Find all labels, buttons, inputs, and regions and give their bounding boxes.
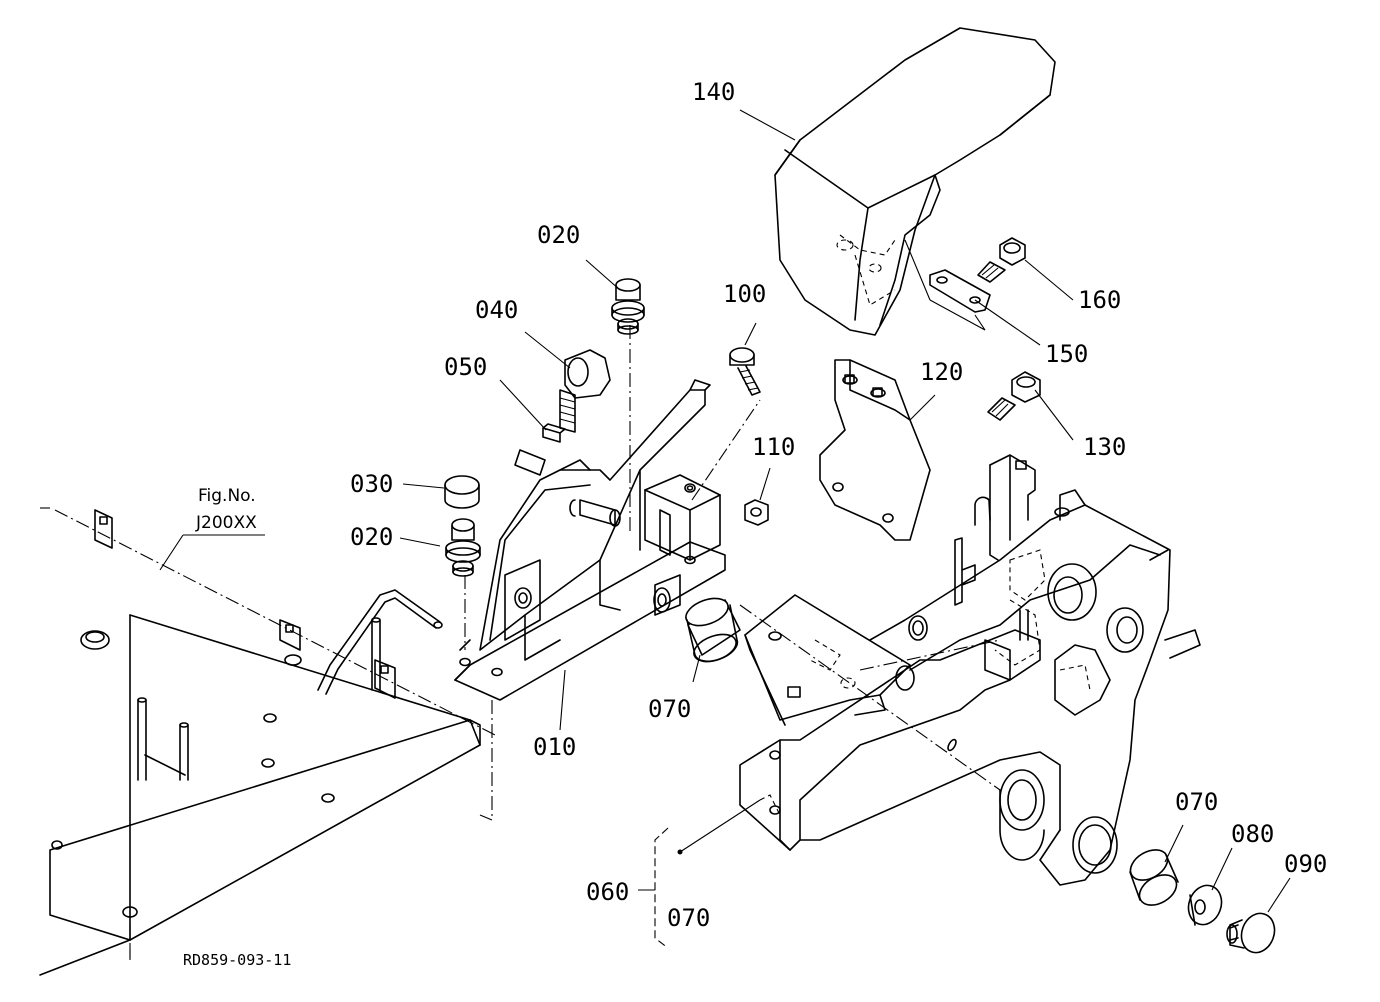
plate-150	[929, 269, 991, 313]
fig-ref-line1: Fig.No.	[198, 486, 256, 506]
callout-labels: 140 160 150 120 130 020 100 040 050 110 …	[183, 78, 1327, 969]
bushing-070-right	[1129, 849, 1179, 906]
floor-plate	[39, 507, 496, 976]
seat-pad-140	[774, 27, 1056, 336]
callout-030: 030	[350, 470, 393, 498]
bracket-010	[454, 325, 761, 701]
bracket-120	[819, 359, 931, 541]
nut-050	[542, 423, 566, 443]
bolt-160	[977, 237, 1026, 283]
callout-100: 100	[723, 280, 766, 308]
reference-code: RD859-093-11	[183, 951, 291, 969]
callout-070-left: 070	[648, 695, 691, 723]
callout-020-lower: 020	[350, 523, 393, 551]
callout-040: 040	[475, 296, 518, 324]
callout-010: 010	[533, 733, 576, 761]
fasteners	[444, 278, 769, 577]
pin-090	[1226, 912, 1276, 954]
cap-030	[444, 475, 480, 509]
bolt-020-lower	[445, 518, 481, 577]
bolt-020-upper	[611, 278, 645, 335]
callout-160: 160	[1078, 286, 1121, 314]
knob-040	[559, 349, 611, 433]
bushing-070-left	[685, 597, 741, 663]
callout-080: 080	[1231, 820, 1274, 848]
callout-020-upper: 020	[537, 221, 580, 249]
bolt-130	[987, 371, 1041, 421]
nut-110	[744, 499, 769, 526]
pedal-assembly-060	[739, 454, 1201, 886]
callout-120: 120	[920, 358, 963, 386]
leader-lines	[159, 109, 1291, 949]
callout-130: 130	[1083, 433, 1126, 461]
callout-150: 150	[1045, 340, 1088, 368]
washer-080	[1187, 884, 1223, 926]
callout-070-bottom: 070	[667, 904, 710, 932]
callout-110: 110	[752, 433, 795, 461]
callout-070-right: 070	[1175, 788, 1218, 816]
callout-060: 060	[586, 878, 629, 906]
fig-ref-line2: J200XX	[195, 513, 257, 533]
callout-090: 090	[1284, 850, 1327, 878]
bolt-100	[729, 347, 761, 396]
callout-050: 050	[444, 353, 487, 381]
callout-140: 140	[692, 78, 735, 106]
